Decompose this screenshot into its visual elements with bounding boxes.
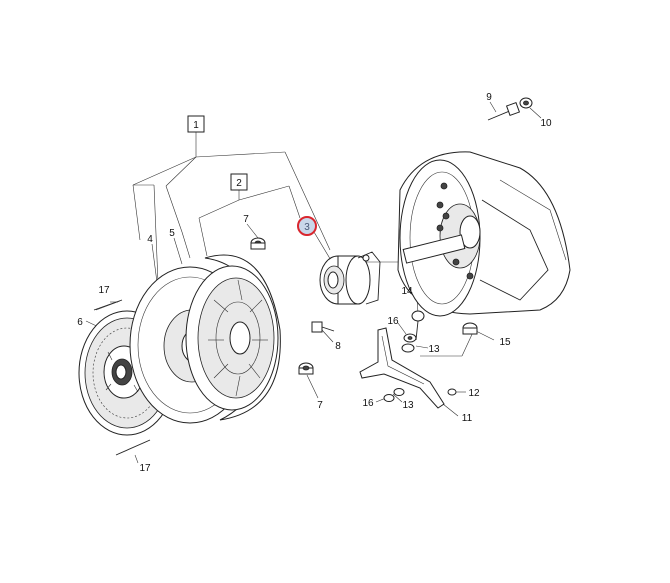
callout-17-top: 17 (98, 285, 110, 296)
leader-lines (85, 101, 542, 464)
callout-13-bottom: 13 (402, 400, 414, 411)
bolt-9 (487, 101, 521, 121)
nut-10 (519, 97, 533, 109)
callout-box-1 (187, 115, 205, 133)
callout-3[interactable]: 3 (304, 222, 310, 233)
callout-6: 6 (77, 317, 83, 328)
callout-7-top: 7 (243, 214, 249, 225)
callout-10: 10 (540, 118, 552, 129)
callout-16-bottom: 16 (362, 398, 374, 409)
callout-2: 2 (236, 178, 242, 189)
callout-9: 9 (486, 92, 492, 103)
callout-16-top: 16 (387, 316, 399, 327)
callout-highlight-3[interactable] (297, 216, 317, 236)
callout-8: 8 (335, 341, 341, 352)
nut-12 (447, 388, 457, 396)
callout-11: 11 (462, 413, 473, 424)
nut-7-bottom (298, 362, 314, 375)
callout-1: 1 (193, 120, 199, 131)
callout-15: 15 (499, 337, 511, 348)
nut-7-top (250, 237, 266, 250)
callout-7-bottom: 7 (317, 400, 323, 411)
cap-15 (462, 322, 478, 335)
nut-13-bottom (393, 388, 405, 396)
stud-17-top (93, 299, 123, 311)
release-bearing (319, 251, 381, 305)
callout-13-top: 13 (428, 344, 440, 355)
pressure-plate (185, 254, 281, 421)
bolt-8 (311, 321, 335, 333)
callout-box-2 (230, 173, 248, 191)
callout-labels: 1 2 3 4 5 6 7 7 8 9 10 11 12 13 13 14 15… (77, 92, 552, 474)
stud-17-bottom (115, 439, 151, 456)
washer-16-bottom (383, 394, 395, 402)
callout-12: 12 (468, 388, 480, 399)
nut-13-top (401, 343, 415, 353)
callout-17-bottom: 17 (139, 463, 151, 474)
washer-16-top (403, 333, 417, 343)
bolt-14 (411, 310, 425, 341)
release-fork (359, 327, 445, 409)
callout-5: 5 (169, 228, 175, 239)
callout-14: 14 (401, 286, 413, 297)
callout-4: 4 (147, 234, 153, 245)
bellhousing (397, 151, 571, 317)
